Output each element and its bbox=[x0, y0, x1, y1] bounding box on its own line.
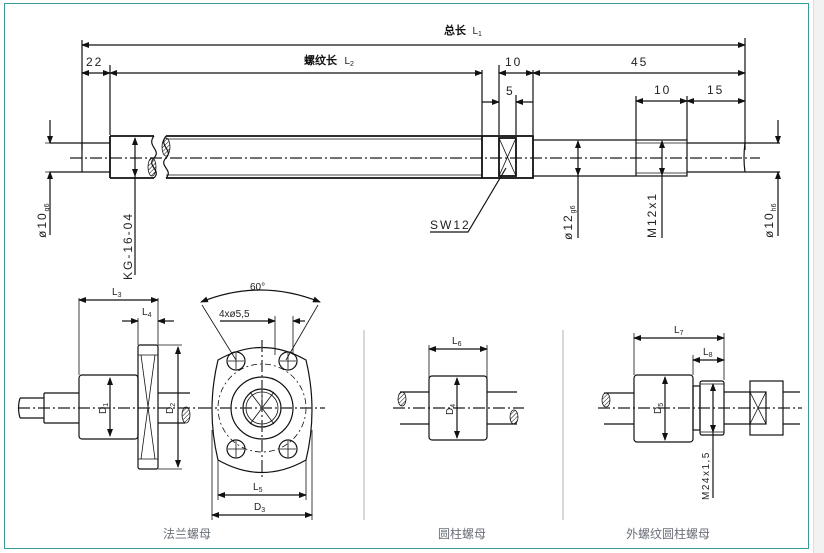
flange bbox=[137, 344, 159, 470]
D3-label: D3 bbox=[254, 502, 265, 514]
scrollbar-gutter[interactable] bbox=[813, 0, 824, 553]
flange-nut-front-view: 60° 4xø5,5 L5 bbox=[200, 282, 325, 520]
wrench-flat-label: SW12 bbox=[430, 218, 471, 232]
D4-label: D4 bbox=[445, 404, 457, 415]
threaded-nut-caption: 外螺纹圆柱螺母 bbox=[626, 526, 710, 541]
bolt-hole bbox=[226, 351, 246, 371]
drawing-frame bbox=[4, 3, 809, 549]
angle-arc bbox=[200, 289, 321, 303]
screw-body-main bbox=[166, 135, 482, 179]
thread-spec-label: M24x1,5 bbox=[701, 451, 712, 500]
bolt-hole bbox=[226, 439, 246, 459]
dim-10-label: 10 bbox=[505, 55, 522, 69]
thread-diameter-label: M12x1 bbox=[645, 192, 659, 238]
screw-body-left bbox=[109, 135, 154, 179]
L8-label: L8 bbox=[703, 347, 713, 359]
flange-nut-caption: 法兰螺母 bbox=[163, 527, 211, 541]
wrench-flat bbox=[498, 137, 517, 177]
L6-label: L6 bbox=[452, 336, 462, 348]
screw-spec-label: KG-16-04 bbox=[121, 212, 135, 280]
dim-15-label: 15 bbox=[707, 83, 724, 97]
L7-label: L7 bbox=[674, 325, 684, 337]
L3-label: L3 bbox=[112, 287, 122, 299]
external-thread bbox=[699, 380, 725, 436]
right-journal-diameter-label: ø10h6 bbox=[762, 203, 778, 238]
dim-5-label: 5 bbox=[506, 84, 515, 98]
cylindrical-nut-view: L6 D4 bbox=[393, 336, 524, 441]
angle-label: 60° bbox=[250, 282, 265, 293]
D1-label: D1 bbox=[98, 403, 110, 414]
dim-10-thread-label: 10 bbox=[654, 83, 671, 97]
L5-label: L5 bbox=[253, 482, 263, 494]
wrench-section bbox=[481, 135, 534, 179]
dim-45-label: 45 bbox=[631, 55, 648, 69]
left-journal-diameter-label: ø10g6 bbox=[35, 203, 51, 238]
main-shaft-view: 总长 L1 22 螺纹长 L2 10 45 5 10 15 bbox=[35, 21, 781, 280]
D5-label: D5 bbox=[653, 403, 665, 414]
thread-length-label: 螺纹长 L2 bbox=[304, 51, 354, 68]
break-line-left bbox=[151, 135, 157, 179]
right-journal bbox=[687, 142, 780, 173]
bolt-hole bbox=[278, 351, 298, 371]
total-length-label: 总长 L1 bbox=[444, 21, 482, 38]
bolt-hole bbox=[278, 439, 298, 459]
dim-22-label: 22 bbox=[86, 55, 103, 69]
L4-label: L4 bbox=[142, 307, 152, 319]
wrench-flat-leader bbox=[430, 167, 507, 233]
flange-nut-side-view: L3 L4 D1 D2 bbox=[17, 287, 200, 470]
hole-spec-label: 4xø5,5 bbox=[219, 309, 250, 320]
bearing-seat-diameter-label: ø12g6 bbox=[561, 205, 577, 240]
cylindrical-nut-body bbox=[428, 375, 488, 441]
bearing-seat bbox=[533, 139, 636, 177]
cylindrical-nut-caption: 圆柱螺母 bbox=[438, 526, 486, 541]
threaded-cylindrical-nut-view: L7 L8 D5 M24x1,5 bbox=[598, 325, 802, 500]
D2-label: D2 bbox=[165, 403, 177, 414]
